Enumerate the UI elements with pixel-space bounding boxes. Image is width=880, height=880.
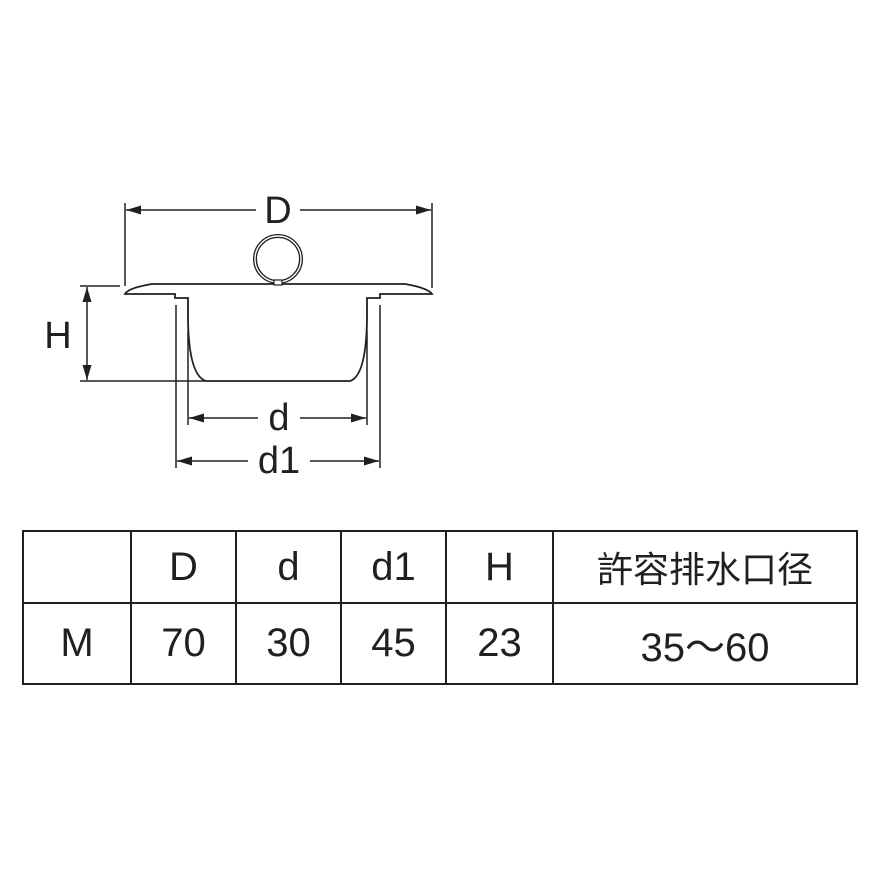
label-d: d bbox=[268, 397, 289, 439]
stopper-outline bbox=[123, 283, 434, 382]
table-cell: 70 bbox=[130, 602, 237, 685]
table-cell: 35〜60 bbox=[552, 602, 858, 685]
table-cell: 45 bbox=[340, 602, 447, 685]
label-H: H bbox=[44, 315, 71, 357]
label-d1: d1 bbox=[258, 440, 300, 482]
header-cell: D bbox=[130, 529, 237, 605]
label-D: D bbox=[264, 190, 291, 232]
header-cell: d1 bbox=[340, 529, 447, 605]
table-row: M 70 30 45 23 35〜60 bbox=[22, 602, 858, 685]
header-cell: 許容排水口径 bbox=[552, 529, 858, 605]
table-cell: M bbox=[22, 602, 132, 685]
table-cell: 23 bbox=[445, 602, 554, 685]
header-cell: H bbox=[445, 529, 554, 605]
table-header-row: D d d1 H 許容排水口径 bbox=[22, 529, 858, 605]
header-cell bbox=[22, 529, 132, 605]
spec-table: D d d1 H 許容排水口径 M 70 30 45 23 35〜60 bbox=[22, 529, 858, 685]
dimension-drawing: D H d d1 bbox=[44, 190, 434, 482]
table-cell: 30 bbox=[235, 602, 342, 685]
drain-stopper bbox=[123, 234, 434, 382]
header-cell: d bbox=[235, 529, 342, 605]
